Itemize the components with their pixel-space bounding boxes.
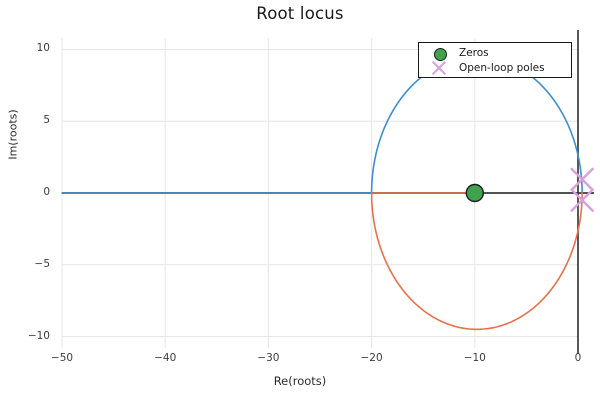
y-tick-label: −5 bbox=[34, 257, 50, 270]
legend-item-poles: Open-loop poles bbox=[419, 60, 573, 76]
pole-marker-icon bbox=[419, 60, 459, 76]
y-tick-label: 5 bbox=[43, 114, 50, 127]
x-axis-label: Re(roots) bbox=[273, 374, 327, 388]
x-tick-label: −30 bbox=[257, 352, 280, 364]
legend-label-poles: Open-loop poles bbox=[459, 62, 545, 74]
pole-zero-markers bbox=[465, 167, 594, 212]
chart-title: Root locus bbox=[256, 4, 344, 23]
y-axis-label: Im(roots) bbox=[6, 109, 20, 160]
legend: Zeros Open-loop poles bbox=[418, 42, 572, 78]
legend-label-zeros: Zeros bbox=[459, 47, 489, 59]
x-tick-label: −50 bbox=[50, 352, 74, 364]
x-tick-label: −20 bbox=[360, 352, 383, 364]
axis-lines bbox=[62, 30, 594, 354]
y-tick-label: 0 bbox=[43, 186, 50, 198]
y-tick-label: 10 bbox=[36, 42, 50, 55]
y-tick-label: −10 bbox=[27, 329, 50, 342]
x-tick-label: −10 bbox=[463, 352, 486, 364]
x-tick-label: 0 bbox=[574, 352, 582, 364]
x-tick-label: −40 bbox=[154, 352, 177, 364]
